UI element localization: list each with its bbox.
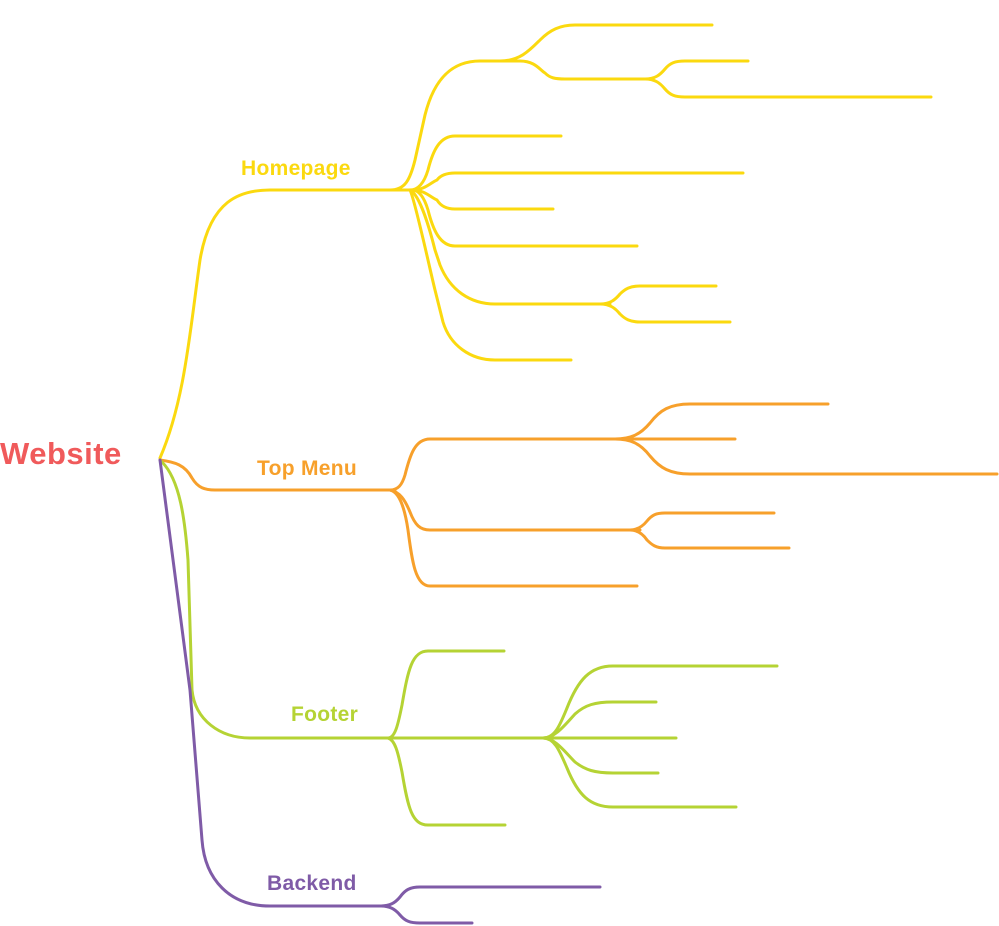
connector-tm-1: [388, 437, 627, 492]
branch-backend: [158, 458, 602, 925]
connector-hp-1-2-1: [643, 59, 750, 81]
connector-ft-2-2: [541, 700, 658, 740]
topic-label-footer[interactable]: Footer: [291, 703, 359, 726]
connector-root-backend: [158, 458, 387, 908]
topic-label-backend[interactable]: Backend: [267, 872, 357, 895]
connector-ft-2-1: [541, 664, 779, 740]
connector-hp-2: [408, 134, 563, 192]
connector-be-1: [378, 885, 602, 908]
connector-ft-1: [386, 649, 506, 740]
connector-hp-6: [408, 188, 612, 306]
connector-hp-1-1: [498, 23, 714, 63]
connector-hp-6-1: [598, 284, 718, 306]
connector-be-2: [378, 904, 474, 925]
connector-hp-6-2: [598, 302, 732, 324]
connector-root-top-menu: [158, 458, 397, 492]
connector-hp-5: [410, 188, 639, 248]
connector-tm-1-3: [613, 437, 999, 476]
connector-tm-3: [388, 488, 639, 588]
connector-root-footer: [160, 460, 392, 740]
connector-hp-1-2: [503, 59, 652, 81]
branch-top-menu: [158, 402, 999, 588]
branch-footer: [160, 460, 779, 827]
connector-tm-2-1: [628, 511, 776, 532]
connector-hp-1-2-2: [643, 77, 933, 99]
connector-tm-2: [388, 488, 642, 532]
connector-root-homepage: [158, 188, 397, 460]
connector-hp-3: [410, 171, 745, 192]
connector-ft-2-5: [541, 736, 738, 809]
connector-hp-7: [408, 188, 573, 362]
connector-tm-1-1: [613, 402, 830, 441]
root-topic-label[interactable]: Website: [0, 436, 122, 471]
connector-hp-1: [388, 59, 512, 192]
topic-label-top-menu[interactable]: Top Menu: [257, 457, 357, 480]
connector-hp-4: [410, 188, 555, 211]
topic-label-homepage[interactable]: Homepage: [241, 157, 351, 180]
branch-homepage: [158, 23, 933, 460]
connector-tm-2-2: [628, 528, 791, 550]
connector-ft-3: [386, 736, 507, 827]
